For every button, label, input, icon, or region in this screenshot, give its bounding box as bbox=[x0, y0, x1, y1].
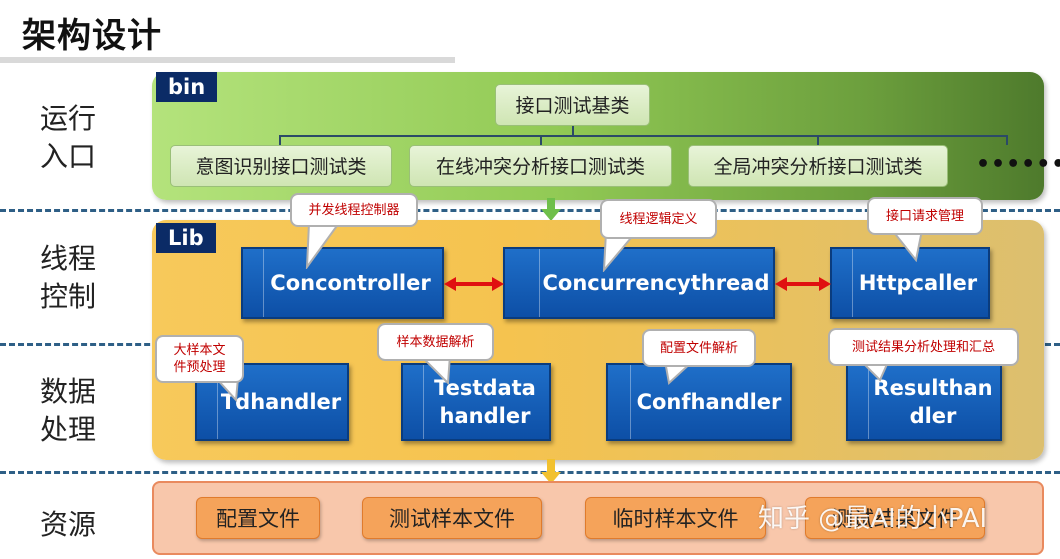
tree-connector bbox=[817, 135, 819, 145]
callout-tail bbox=[890, 230, 924, 262]
callout: 接口请求管理 bbox=[867, 197, 983, 235]
side-label-line: 处理 bbox=[39, 413, 96, 446]
callout-tail bbox=[860, 362, 890, 382]
callout-tail bbox=[418, 355, 452, 385]
box-label: Concontroller bbox=[270, 271, 431, 295]
base-class-box: 接口测试基类 bbox=[495, 84, 650, 126]
tree-connector bbox=[1006, 135, 1008, 145]
confhandler-box: Confhandler bbox=[606, 363, 792, 441]
callout-line: 配置文件解析 bbox=[659, 340, 738, 356]
tree-connector bbox=[540, 135, 542, 145]
resource-file-box: 配置文件 bbox=[196, 497, 320, 539]
page-title: 架构设计 bbox=[22, 16, 162, 56]
callout: 样本数据解析 bbox=[377, 323, 494, 361]
box-label: Resulthan dler bbox=[855, 374, 992, 430]
more-ellipsis: •••••• bbox=[976, 152, 1060, 177]
tdhandler-box: Tdhandler bbox=[195, 363, 349, 441]
side-label-resources: 资源 bbox=[39, 508, 96, 541]
callout-tail bbox=[602, 232, 638, 272]
resulthandler-box: Resulthan dler bbox=[846, 363, 1002, 441]
concontroller-box: Concontroller bbox=[241, 247, 444, 319]
callout: 大样本文 件预处理 bbox=[155, 335, 244, 383]
box-label: Confhandler bbox=[617, 388, 782, 416]
callout-tail bbox=[305, 223, 341, 269]
box-label-line: Testdata bbox=[434, 376, 536, 400]
watermark: 知乎 @最AI的小PAI bbox=[758, 504, 988, 534]
tree-connector bbox=[572, 126, 574, 136]
box-label-line: Confhandler bbox=[636, 390, 782, 414]
down-arrow-icon bbox=[541, 198, 561, 221]
side-label-line: 线程 bbox=[39, 242, 96, 275]
title-underline bbox=[0, 57, 455, 63]
resource-file-box: 测试样本文件 bbox=[362, 497, 542, 539]
tree-connector bbox=[279, 135, 1008, 137]
side-label-line: 入口 bbox=[39, 140, 96, 173]
callout: 并发线程控制器 bbox=[290, 193, 418, 227]
callout: 测试结果分析处理和汇总 bbox=[828, 328, 1019, 366]
box-label-line: handler bbox=[439, 404, 531, 428]
side-label-run-entry: 运行 入口 bbox=[33, 100, 103, 176]
tree-connector bbox=[279, 135, 281, 145]
callout-line: 大样本文 bbox=[173, 343, 226, 358]
callout-line: 测试结果分析处理和汇总 bbox=[851, 339, 995, 355]
double-arrow-icon bbox=[444, 277, 504, 291]
box-label: Testdata handler bbox=[416, 374, 536, 430]
resource-file-box: 临时样本文件 bbox=[585, 497, 766, 539]
box-label-line: Tdhandler bbox=[220, 390, 342, 414]
box-label: Tdhandler bbox=[203, 388, 341, 416]
subclass-box: 在线冲突分析接口测试类 bbox=[409, 145, 672, 187]
box-label-line: Resulthan bbox=[873, 376, 993, 400]
separator-line bbox=[0, 471, 1060, 474]
bin-tag: bin bbox=[156, 72, 218, 102]
subclass-box: 全局冲突分析接口测试类 bbox=[688, 145, 948, 187]
subclass-box: 意图识别接口测试类 bbox=[170, 145, 392, 187]
side-label-data-processing: 数据 处理 bbox=[33, 373, 103, 449]
httpcaller-box: Httpcaller bbox=[830, 247, 990, 319]
testdatahandler-box: Testdata handler bbox=[401, 363, 551, 441]
callout-tail bbox=[214, 378, 240, 402]
box-label-line: dler bbox=[909, 404, 957, 428]
double-arrow-icon bbox=[775, 277, 831, 291]
callout-line: 件预处理 bbox=[173, 360, 226, 375]
down-arrow-icon bbox=[541, 459, 561, 484]
side-label-line: 数据 bbox=[39, 375, 96, 408]
side-label-thread-control: 线程 控制 bbox=[33, 240, 103, 316]
concurrencythread-box: Concurrencythread bbox=[503, 247, 775, 319]
side-label-line: 运行 bbox=[39, 102, 96, 135]
resource-file-box: 测试结果文件 bbox=[805, 497, 985, 539]
box-label: Httpcaller bbox=[858, 271, 978, 295]
separator-line bbox=[0, 209, 1060, 212]
callout-line: 样本数据解析 bbox=[396, 334, 475, 350]
box-label: Concurrencythread bbox=[542, 271, 770, 295]
side-label-line: 控制 bbox=[39, 280, 96, 313]
callout: 线程逻辑定义 bbox=[600, 199, 717, 239]
lib-tag: Lib bbox=[156, 223, 216, 253]
callout: 配置文件解析 bbox=[642, 329, 756, 367]
